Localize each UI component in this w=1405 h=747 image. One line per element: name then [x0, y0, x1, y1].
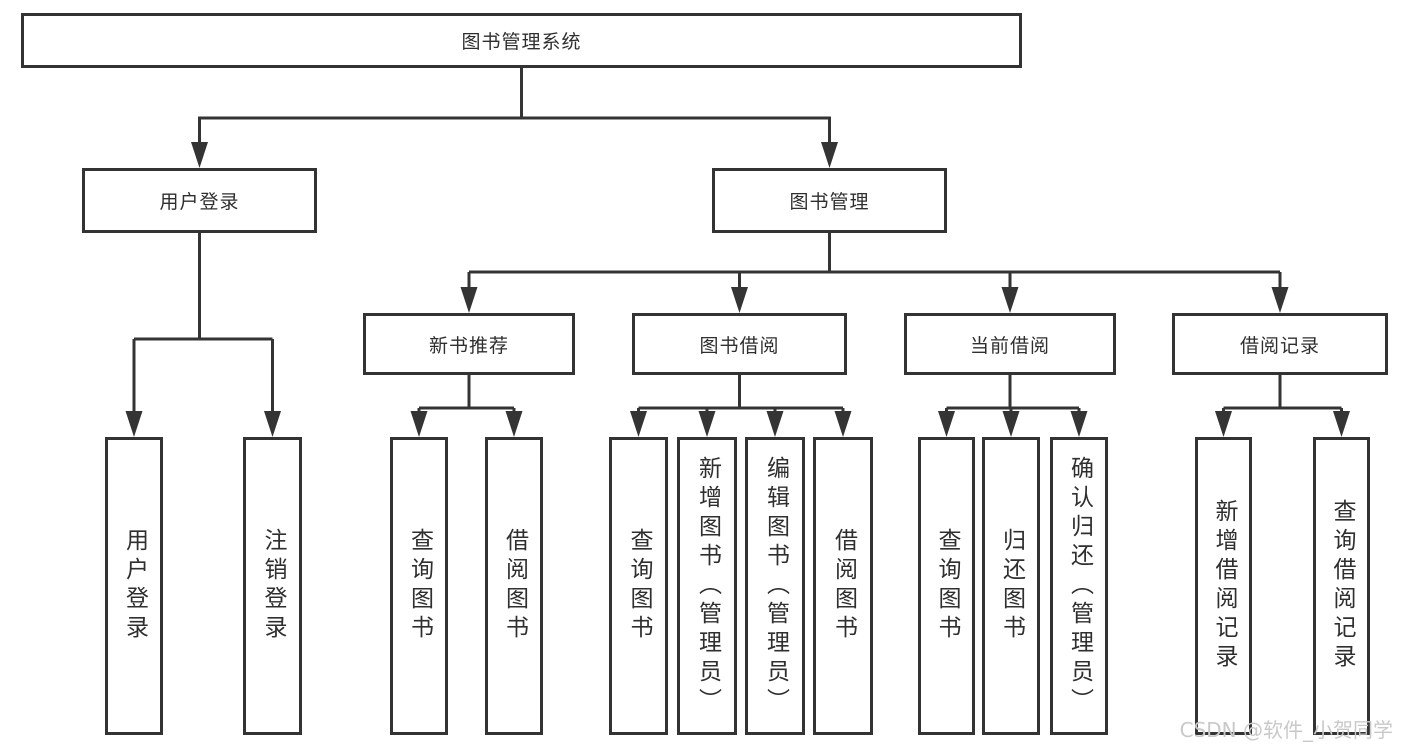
leaf-return-book-label: 归还图书: [998, 528, 1025, 644]
leaf-borrow-books: 借阅图书: [813, 437, 873, 735]
csdn-watermark: CSDN @软件_小贺同学: [1179, 718, 1393, 742]
leaf-user-login-label: 用户登录: [121, 528, 148, 644]
leaf-logout: 注销登录: [243, 437, 302, 735]
leaf-query-books-current: 查询图书: [918, 437, 975, 735]
leaf-query-borrow-record: 查询借阅记录: [1313, 437, 1370, 735]
leaf-add-borrow-record: 新增借阅记录: [1195, 437, 1252, 735]
node-user-login: 用户登录: [82, 168, 317, 233]
leaf-confirm-return-admin: 确认归还（管理员）: [1050, 437, 1108, 735]
leaf-add-book-admin-label: 新增图书（管理员）: [694, 455, 721, 717]
leaf-query-books-borrow: 查询图书: [609, 437, 668, 735]
leaf-borrow-books-recommend-label: 借阅图书: [501, 528, 528, 644]
leaf-edit-book-admin: 编辑图书（管理员）: [745, 437, 805, 735]
leaf-return-book: 归还图书: [982, 437, 1040, 735]
leaf-query-borrow-record-label: 查询借阅记录: [1329, 499, 1355, 673]
node-borrow-records: 借阅记录: [1172, 313, 1388, 375]
leaf-edit-book-admin-label: 编辑图书（管理员）: [762, 455, 789, 717]
node-book-management: 图书管理: [712, 168, 947, 233]
leaf-query-books-borrow-label: 查询图书: [626, 528, 652, 644]
leaf-borrow-books-label: 借阅图书: [830, 528, 857, 644]
node-current-borrow: 当前借阅: [904, 313, 1116, 375]
leaf-logout-label: 注销登录: [260, 528, 286, 644]
leaf-add-borrow-record-label: 新增借阅记录: [1211, 499, 1237, 673]
node-book-borrow: 图书借阅: [632, 313, 847, 375]
leaf-query-books-recommend: 查询图书: [390, 437, 448, 735]
leaf-query-books-current-label: 查询图书: [934, 528, 960, 644]
leaf-confirm-return-admin-label: 确认归还（管理员）: [1066, 455, 1093, 717]
leaf-user-login: 用户登录: [105, 437, 163, 735]
node-new-book-recommend: 新书推荐: [363, 313, 575, 375]
node-library-management-system: 图书管理系统: [21, 13, 1022, 68]
leaf-query-books-recommend-label: 查询图书: [406, 528, 433, 644]
leaf-add-book-admin: 新增图书（管理员）: [677, 437, 737, 735]
leaf-borrow-books-recommend: 借阅图书: [485, 437, 543, 735]
